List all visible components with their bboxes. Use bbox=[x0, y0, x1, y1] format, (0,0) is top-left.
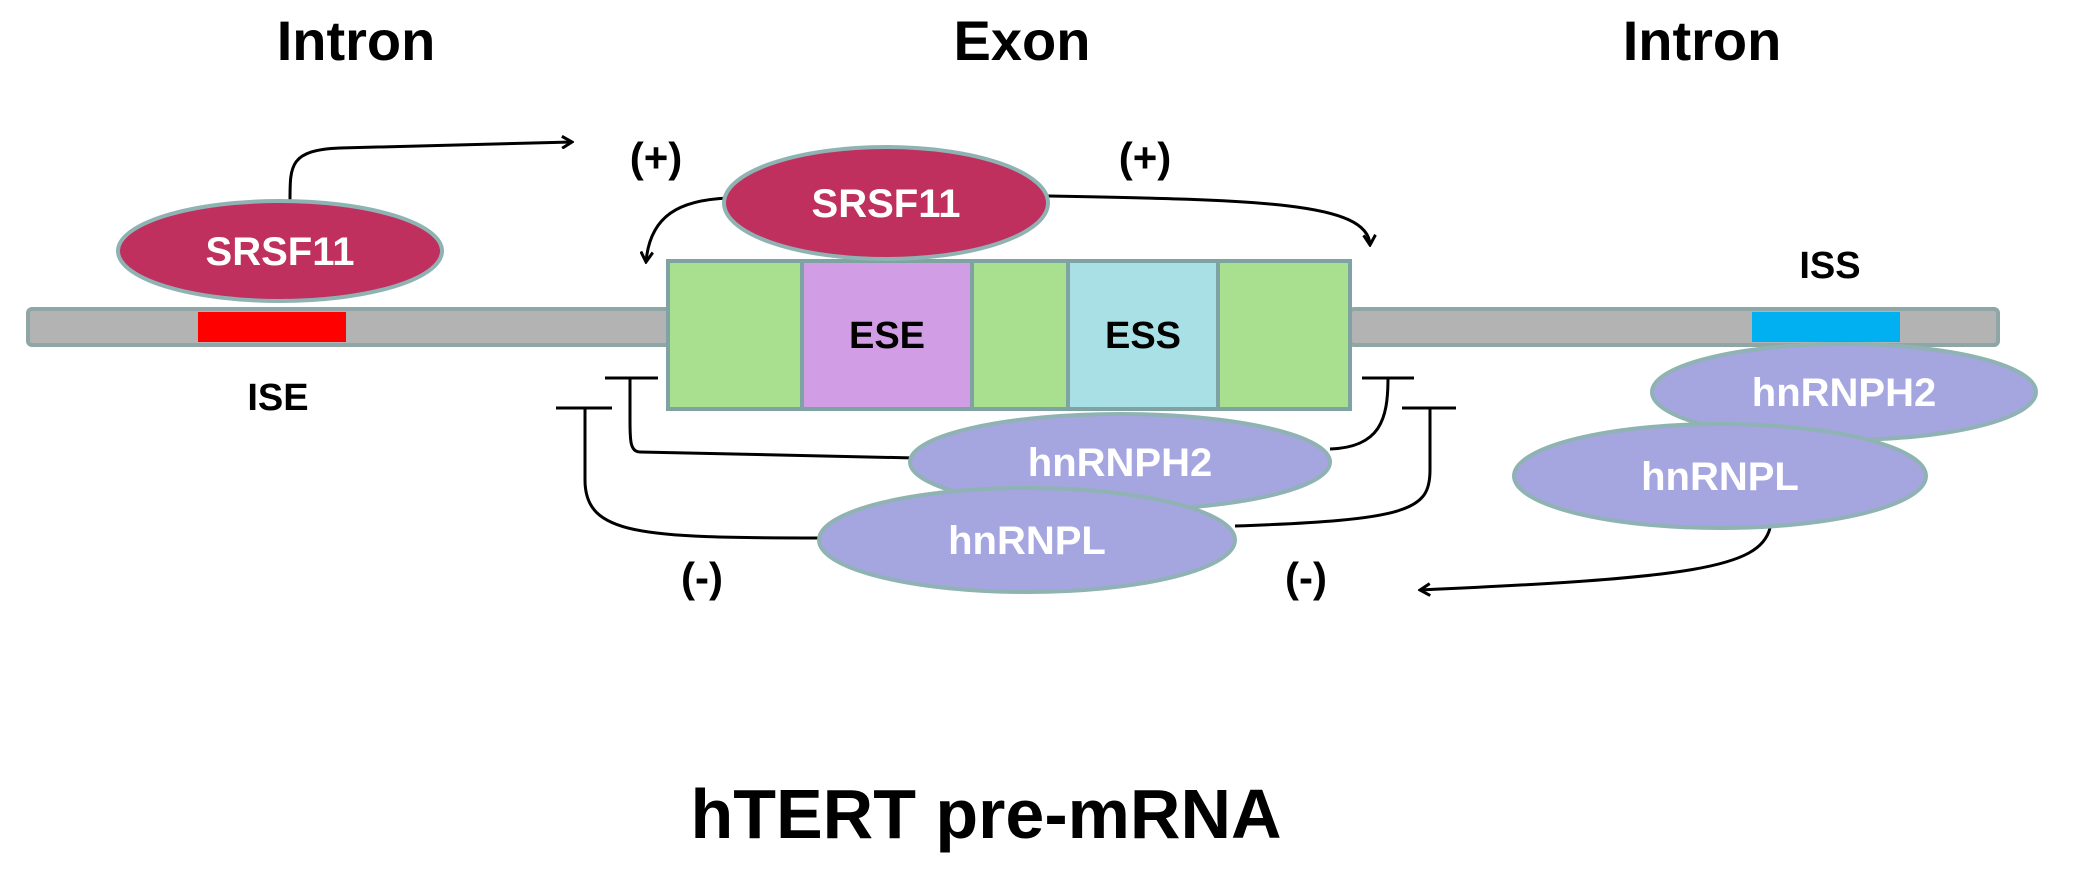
arrow-hnrnpl-intron-to-exon bbox=[1420, 527, 1772, 590]
inhibit-hnrnph2-left bbox=[628, 378, 916, 460]
ess-label: ESS bbox=[1105, 315, 1181, 357]
hnrnpl-intron-label: hnRNPL bbox=[1641, 455, 1799, 499]
inhibit-hnrnpl-right bbox=[1234, 408, 1432, 528]
hnrnph2-exon-label: hnRNPH2 bbox=[1028, 441, 1212, 485]
srsf11-intron-label: SRSF11 bbox=[206, 230, 355, 274]
heading-left-intron: Intron bbox=[277, 9, 436, 72]
heading-exon: Exon bbox=[954, 9, 1091, 72]
exon-segment-3 bbox=[1216, 259, 1352, 411]
hnrnpl-exon-label: hnRNPL bbox=[948, 519, 1106, 563]
hnrnpl-intron-protein: hnRNPL bbox=[1512, 422, 1928, 530]
diagram-title: hTERT pre-mRNA bbox=[690, 775, 1281, 853]
srsf11-exon-label: SRSF11 bbox=[812, 182, 961, 226]
exon-segment-1 bbox=[666, 259, 804, 411]
ise-element bbox=[198, 312, 346, 342]
srsf11-exon-protein: SRSF11 bbox=[722, 145, 1050, 261]
left-intron-bar bbox=[26, 307, 678, 347]
right-intron-bar bbox=[1348, 307, 2000, 347]
iss-element bbox=[1752, 312, 1900, 342]
plus-sign-left: (+) bbox=[630, 134, 683, 181]
inhibit-hnrnpl-left bbox=[583, 408, 821, 540]
iss-label: ISS bbox=[1799, 245, 1860, 287]
plus-sign-right: (+) bbox=[1119, 134, 1172, 181]
exon-segment-2 bbox=[970, 259, 1070, 411]
hnrnph2-intron-label: hnRNPH2 bbox=[1752, 371, 1936, 415]
exon-box bbox=[666, 259, 1352, 411]
inhibit-hnrnph2-right bbox=[1329, 377, 1390, 451]
arrow-srsf11-to-left-splice-site bbox=[646, 196, 729, 262]
arrow-srsf11-to-right-splice-site bbox=[1047, 194, 1370, 245]
hnrnpl-exon-protein: hnRNPL bbox=[817, 486, 1237, 594]
srsf11-intron-protein: SRSF11 bbox=[116, 199, 444, 303]
ese-label: ESE bbox=[849, 315, 925, 357]
minus-sign-right: (-) bbox=[1285, 554, 1327, 601]
arrow-srsf11-intron-to-exon bbox=[288, 142, 572, 201]
heading-right-intron: Intron bbox=[1623, 9, 1782, 72]
minus-sign-left: (-) bbox=[681, 554, 723, 601]
ise-label: ISE bbox=[247, 377, 308, 419]
ess-segment bbox=[1066, 259, 1220, 411]
ese-segment bbox=[800, 259, 974, 411]
